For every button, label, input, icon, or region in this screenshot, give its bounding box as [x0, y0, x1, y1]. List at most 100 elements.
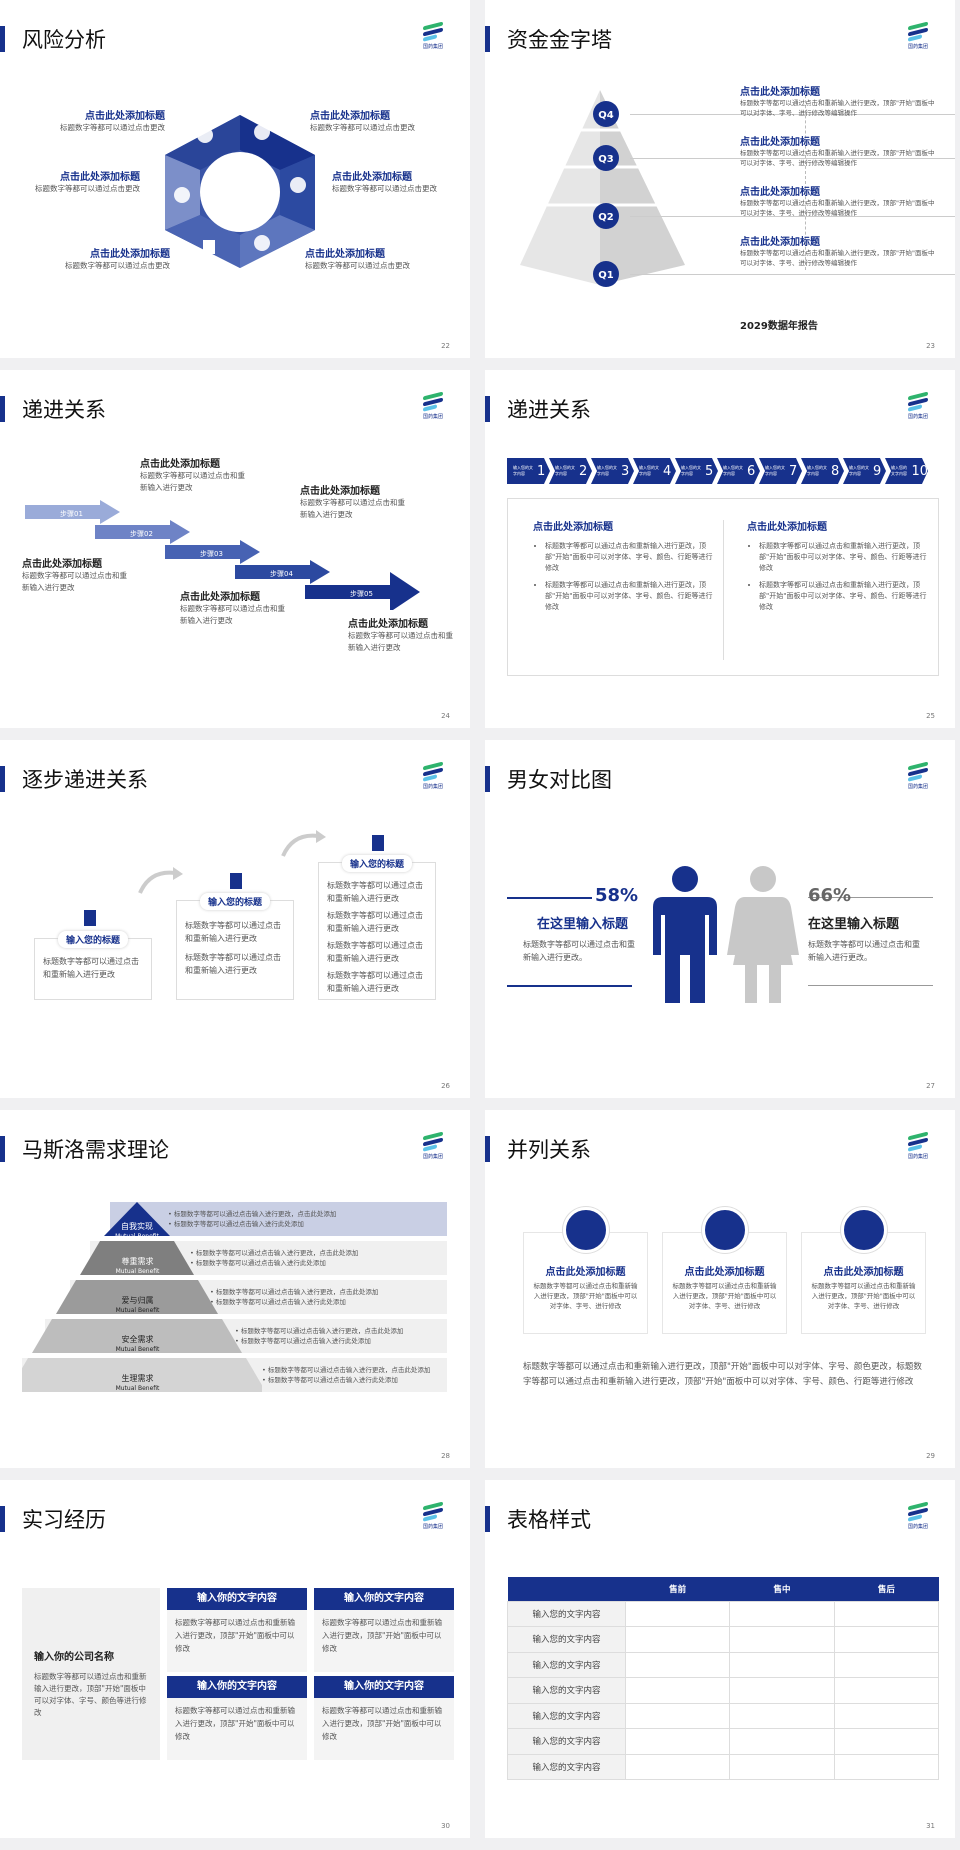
info-box: 输入你的文字内容标题数字等都可以通过点击和重新输入进行更改，顶部"开始"面板中可…	[167, 1676, 307, 1760]
risk-item: 点击此处添加标题标题数字等都可以通过点击更改	[310, 111, 415, 132]
slide-23[interactable]: 资金金字塔 国药集团 Q4 Q3 Q2 Q1 点击此处添加标题标题数字等都可以通…	[485, 0, 955, 358]
curve-arrow-icon	[281, 830, 326, 857]
table-row: 输入您的文字内容	[507, 1651, 940, 1678]
page-number: 29	[926, 1452, 935, 1460]
step-item: 点击此处添加标题标题数字等都可以通过点击和重新输入进行更改	[348, 619, 453, 652]
support-icon	[562, 1207, 609, 1253]
level-badge: Q2	[592, 202, 620, 234]
male-icon	[653, 866, 717, 1003]
page-number: 28	[441, 1452, 450, 1460]
slide-26[interactable]: 逐步递进关系 国药集团 .sbox{position:absolute;bord…	[0, 740, 470, 1098]
page-number: 24	[441, 712, 450, 720]
risk-item: 点击此处添加标题标题数字等都可以通过点击更改	[332, 172, 437, 193]
slide-title: 递进关系	[22, 398, 106, 422]
summary-text: 标题数字等都可以通过点击和重新输入进行更改，顶部"开始"面板中可以对字体、字号、…	[523, 1362, 922, 1387]
parallel-card: 点击此处添加标题标题数字等都可以通过点击和重新输入进行更改，顶部"开始"面板中可…	[523, 1207, 648, 1334]
page-number: 23	[926, 342, 935, 350]
slide-31[interactable]: 表格样式 国药集团 .tbl{position:absolute;left:22…	[485, 1480, 955, 1838]
level-row: 标题数字等都可以通过点击输入进行更改，点击此处添加标题数字等都可以通过点击输入进…	[110, 1202, 447, 1236]
table-row: 输入您的文字内容	[507, 1728, 940, 1755]
slide-title: 逐步递进关系	[22, 768, 148, 792]
table-header: 售中	[729, 1577, 835, 1601]
slide-title: 实习经历	[22, 1508, 106, 1532]
step-card: 输入您的标题 标题数字等都可以通过点击和重新输入进行更改	[34, 931, 152, 1000]
pyramid-item: 点击此处添加标题标题数字等都可以通过点击和重新输入进行更改，顶部"开始"面板中可…	[740, 237, 935, 267]
pyramid-item: 点击此处添加标题标题数字等都可以通过点击和重新输入进行更改，顶部"开始"面板中可…	[740, 87, 935, 117]
step-item: 点击此处添加标题标题数字等都可以通过点击和重新输入进行更改	[140, 459, 245, 492]
divider	[723, 520, 724, 660]
line	[507, 985, 632, 987]
female-desc: 标题数字等都可以通过点击和重新输入进行更改。	[808, 940, 920, 962]
male-desc: 标题数字等都可以通过点击和重新输入进行更改。	[523, 940, 635, 962]
step-card: 输入您的标题 标题数字等都可以通过点击和重新输入进行更改 标题数字等都可以通过点…	[318, 855, 436, 1000]
slide-24[interactable]: 递进关系 国药集团 步骤01 步骤02 步骤03 步骤04 步骤05 点击此处添…	[0, 370, 470, 728]
column: 点击此处添加标题 标题数字等都可以通过点击和重新输入进行更改，顶部"开始"面板中…	[747, 518, 927, 619]
table-row: 输入您的文字内容	[507, 1677, 940, 1704]
building-icon	[84, 910, 96, 926]
leader-line	[630, 158, 955, 159]
male-percent: 58%	[595, 885, 639, 906]
leader-line	[630, 216, 955, 217]
column: 点击此处添加标题 标题数字等都可以通过点击和重新输入进行更改，顶部"开始"面板中…	[533, 518, 713, 619]
svg-text:步骤05: 步骤05	[350, 589, 373, 598]
slide-title: 递进关系	[507, 398, 591, 422]
slide-27[interactable]: 男女对比图 国药集团 58% 在这里输入标题 标题数字等都可以通过点击和重新输入…	[485, 740, 955, 1098]
info-box: 输入你的文字内容标题数字等都可以通过点击和重新输入进行更改，顶部"开始"面板中可…	[314, 1676, 454, 1760]
slide-29[interactable]: 并列关系 国药集团 .pcard{position:absolute;top:1…	[485, 1110, 955, 1468]
logo-icon: 国药集团	[418, 1501, 448, 1532]
leader-line	[630, 274, 955, 275]
title-accent	[485, 26, 490, 52]
logo-icon: 国药集团	[903, 21, 933, 52]
svg-text:步骤04: 步骤04	[270, 569, 293, 578]
title-accent	[485, 396, 490, 422]
title-accent	[485, 766, 490, 792]
info-box: 输入你的文字内容标题数字等都可以通过点击和重新输入进行更改，顶部"开始"面板中可…	[167, 1588, 307, 1672]
building-icon	[230, 873, 242, 889]
slide-title: 资金金字塔	[507, 28, 612, 52]
table-row: 输入您的文字内容	[507, 1600, 940, 1627]
table-row: 输入您的文字内容	[507, 1753, 940, 1780]
slide-title: 马斯洛需求理论	[22, 1138, 169, 1162]
svg-text:Q2: Q2	[598, 212, 614, 223]
line	[808, 897, 933, 898]
page-number: 27	[926, 1082, 935, 1090]
risk-item: 点击此处添加标题标题数字等都可以通过点击更改	[305, 249, 410, 270]
slide-28[interactable]: 马斯洛需求理论 国药集团 .mrow{position:absolute;hei…	[0, 1110, 470, 1468]
page-number: 26	[441, 1082, 450, 1090]
content-panel	[507, 498, 939, 676]
company-box: 输入你的公司名称 标题数字等都可以通过点击和重新输入进行更改，顶部"开始"面板中…	[22, 1588, 160, 1760]
title-accent	[485, 1136, 490, 1162]
user-icon	[701, 1207, 748, 1253]
title-accent	[0, 396, 5, 422]
slide-title: 并列关系	[507, 1138, 591, 1162]
svg-text:Q4: Q4	[598, 110, 614, 121]
level-badge: Q4	[592, 100, 620, 132]
table-row: 输入您的文字内容	[507, 1626, 940, 1653]
hexagon-cycle	[165, 115, 315, 268]
page-number: 22	[441, 342, 450, 350]
svg-text:步骤03: 步骤03	[200, 549, 223, 558]
data-table: 售前 售中 售后 输入您的文字内容 输入您的文字内容 输入您的文字内容 输入您的…	[507, 1577, 940, 1780]
money-icon	[197, 127, 213, 143]
slide-title: 男女对比图	[507, 768, 612, 792]
risk-item: 点击此处添加标题标题数字等都可以通过点击更改	[65, 249, 170, 270]
info-box: 输入你的文字内容标题数字等都可以通过点击和重新输入进行更改，顶部"开始"面板中可…	[314, 1588, 454, 1672]
parallel-card: 点击此处添加标题标题数字等都可以通过点击和重新输入进行更改，顶部"开始"面板中可…	[662, 1207, 787, 1334]
male-title: 在这里输入标题	[537, 917, 629, 932]
maslow-pyramid	[22, 1202, 262, 1392]
title-accent	[0, 766, 5, 792]
slide-22[interactable]: 风险分析 国药集团 点击此处添加标题标题数字等都可以通过点击更改 点击此处添加标…	[0, 0, 470, 358]
female-title: 在这里输入标题	[808, 917, 900, 932]
slide-30[interactable]: 实习经历 国药集团 .ibox{position:absolute;width:…	[0, 1480, 470, 1838]
curve-arrow-icon	[138, 867, 183, 894]
